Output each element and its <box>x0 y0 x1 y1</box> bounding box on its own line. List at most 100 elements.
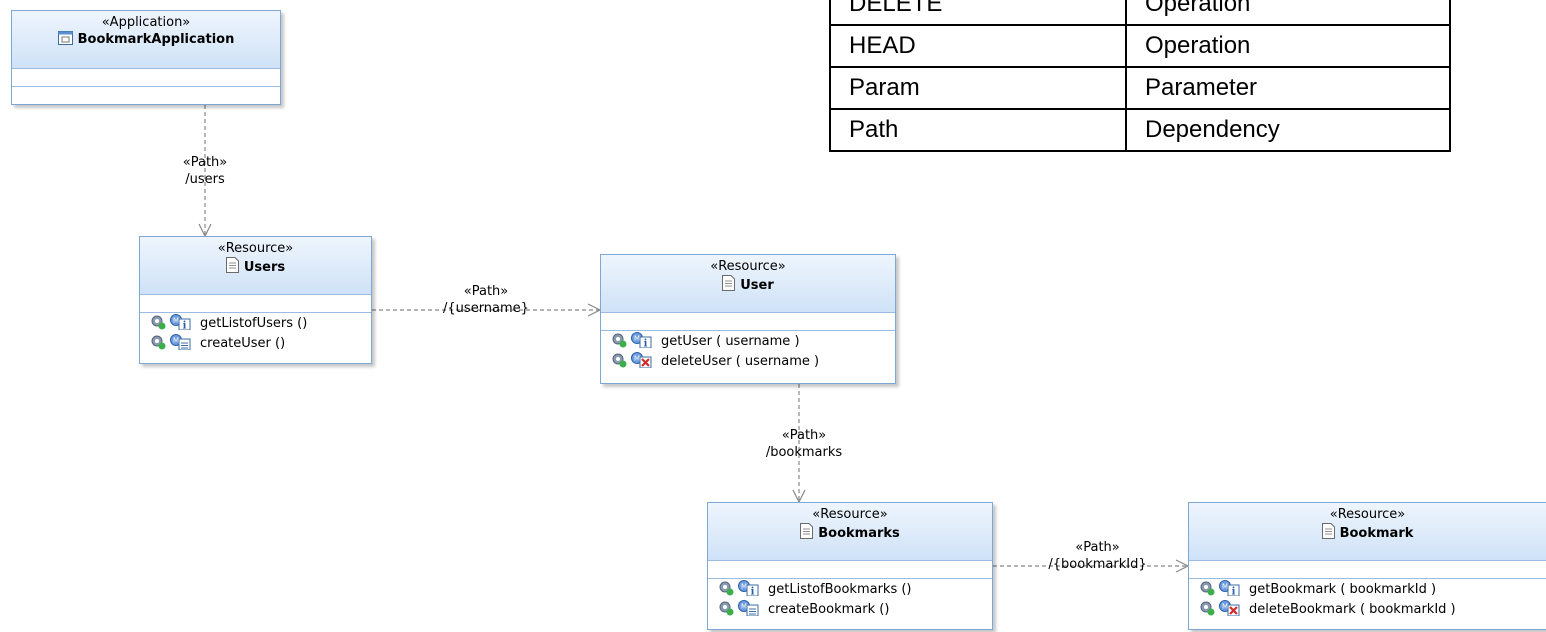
gear-icon: M <box>1200 600 1240 617</box>
svg-text:i: i <box>644 339 648 349</box>
operation-row[interactable]: M i getUser ( username ) <box>601 332 895 352</box>
attributes-compartment <box>12 68 280 86</box>
application-icon <box>57 31 73 45</box>
class-user[interactable]: «Resource» User M i getUser ( username <box>600 254 896 384</box>
operation-signature: getListofBookmarks () <box>768 582 912 597</box>
table-cell-element: Parameter <box>1125 66 1451 110</box>
stereotype-mapping-table: DELETE Operation HEAD Operation Param Pa… <box>829 0 1451 152</box>
table-row: DELETE Operation <box>829 0 1451 26</box>
svg-text:i: i <box>183 321 187 331</box>
class-header: «Resource» Bookmark <box>1189 503 1546 560</box>
class-name-text: Users <box>243 260 286 275</box>
table-cell-keyword: Path <box>829 108 1127 152</box>
gear-icon: M i <box>1200 580 1240 598</box>
table-cell-element: Dependency <box>1125 108 1451 152</box>
operation-icons: M <box>150 334 200 351</box>
operation-row[interactable]: M i getListofBookmarks () <box>708 580 992 600</box>
class-name-text: User <box>740 278 774 293</box>
table-row: HEAD Operation <box>829 24 1451 68</box>
path-bookmarkid-label: «Path» /{bookmarkId} <box>1035 539 1160 573</box>
class-bookmarks[interactable]: «Resource» Bookmarks M i getListofBookm <box>707 502 993 630</box>
svg-text:M: M <box>634 335 640 343</box>
operations-compartment: M i getListofUsers () M createUser () <box>140 312 371 354</box>
class-users[interactable]: «Resource» Users M i getListofUsers () <box>139 236 372 364</box>
table-cell-keyword: HEAD <box>829 24 1127 68</box>
table-cell-keyword: Param <box>829 66 1127 110</box>
class-bookmark-application[interactable]: «Application» BookmarkApplication <box>11 10 281 105</box>
operation-signature: deleteUser ( username ) <box>661 354 820 369</box>
resource-file-icon <box>225 257 239 273</box>
path-stereotype: «Path» <box>463 284 509 299</box>
class-bookmark[interactable]: «Resource» Bookmark M i getBookmark ( b <box>1188 502 1546 630</box>
svg-text:M: M <box>741 583 747 591</box>
svg-text:i: i <box>751 587 755 597</box>
path-value: /bookmarks <box>765 445 843 460</box>
operation-signature: getBookmark ( bookmarkId ) <box>1249 582 1437 597</box>
path-bookmarks-label: «Path» /bookmarks <box>749 427 859 461</box>
class-name: BookmarkApplication <box>12 31 280 48</box>
gear-icon: M <box>151 334 191 351</box>
class-name: Bookmarks <box>708 523 992 542</box>
class-name: Users <box>140 257 371 276</box>
class-name: User <box>601 275 895 294</box>
operations-compartment: M i getBookmark ( bookmarkId ) M deleteB… <box>1189 578 1546 620</box>
stereotype-label: «Resource» <box>710 259 786 274</box>
path-users-label: «Path» /users <box>160 154 250 188</box>
stereotype-label: «Resource» <box>812 507 888 522</box>
resource-file-icon <box>722 275 736 291</box>
operation-signature: getListofUsers () <box>200 316 308 331</box>
operation-signature: createBookmark () <box>768 602 890 617</box>
operation-row[interactable]: M deleteBookmark ( bookmarkId ) <box>1189 600 1546 620</box>
operation-signature: getUser ( username ) <box>661 334 800 349</box>
stereotype-label: «Application» <box>101 15 191 30</box>
svg-text:M: M <box>634 355 640 363</box>
path-username-label: «Path» /{username} <box>431 283 541 317</box>
table-cell-element: Operation <box>1125 0 1451 26</box>
class-name: Bookmark <box>1189 523 1546 542</box>
operation-icons: M <box>718 600 768 617</box>
arrowhead <box>198 223 212 238</box>
table-row: Param Parameter <box>829 66 1451 110</box>
operation-icons: M <box>1199 600 1249 617</box>
gear-icon: M <box>719 600 759 617</box>
class-name-text: BookmarkApplication <box>77 32 235 47</box>
operations-compartment <box>12 86 280 104</box>
svg-text:M: M <box>173 317 179 325</box>
svg-text:M: M <box>1222 603 1228 611</box>
operation-row[interactable]: M i getBookmark ( bookmarkId ) <box>1189 580 1546 600</box>
gear-icon: M i <box>719 580 759 598</box>
class-header: «Resource» User <box>601 255 895 312</box>
arrowhead <box>1175 559 1190 573</box>
attributes-compartment <box>601 312 895 330</box>
path-stereotype: «Path» <box>781 428 827 443</box>
class-header: «Resource» Bookmarks <box>708 503 992 560</box>
table-cell-element: Operation <box>1125 24 1451 68</box>
attributes-compartment <box>140 294 371 312</box>
operation-icons: M i <box>150 314 200 332</box>
operation-row[interactable]: M deleteUser ( username ) <box>601 352 895 372</box>
path-value: /users <box>185 172 225 187</box>
class-name-text: Bookmark <box>1339 526 1414 541</box>
path-value: /{username} <box>443 301 529 316</box>
svg-text:M: M <box>1222 583 1228 591</box>
stereotype-label: «Resource» <box>1329 507 1406 522</box>
svg-text:M: M <box>173 337 179 345</box>
operation-icons: M i <box>611 332 661 350</box>
arrowhead <box>792 489 806 504</box>
resource-file-icon <box>800 523 814 539</box>
operation-row[interactable]: M createUser () <box>140 334 371 354</box>
svg-text:M: M <box>741 603 747 611</box>
class-name-text: Bookmarks <box>818 526 900 541</box>
path-stereotype: «Path» <box>1075 540 1120 555</box>
attributes-compartment <box>708 560 992 578</box>
table-cell-keyword: DELETE <box>829 0 1127 26</box>
stereotype-label: «Resource» <box>217 241 294 256</box>
class-header: «Application» BookmarkApplication <box>12 11 280 68</box>
resource-file-icon <box>1321 523 1335 539</box>
operation-row[interactable]: M createBookmark () <box>708 600 992 620</box>
operation-row[interactable]: M i getListofUsers () <box>140 314 371 334</box>
operations-compartment: M i getUser ( username ) M deleteUser ( … <box>601 330 895 372</box>
operation-icons: M <box>611 352 661 369</box>
path-value: /{bookmarkId} <box>1048 557 1147 572</box>
operation-icons: M i <box>1199 580 1249 598</box>
